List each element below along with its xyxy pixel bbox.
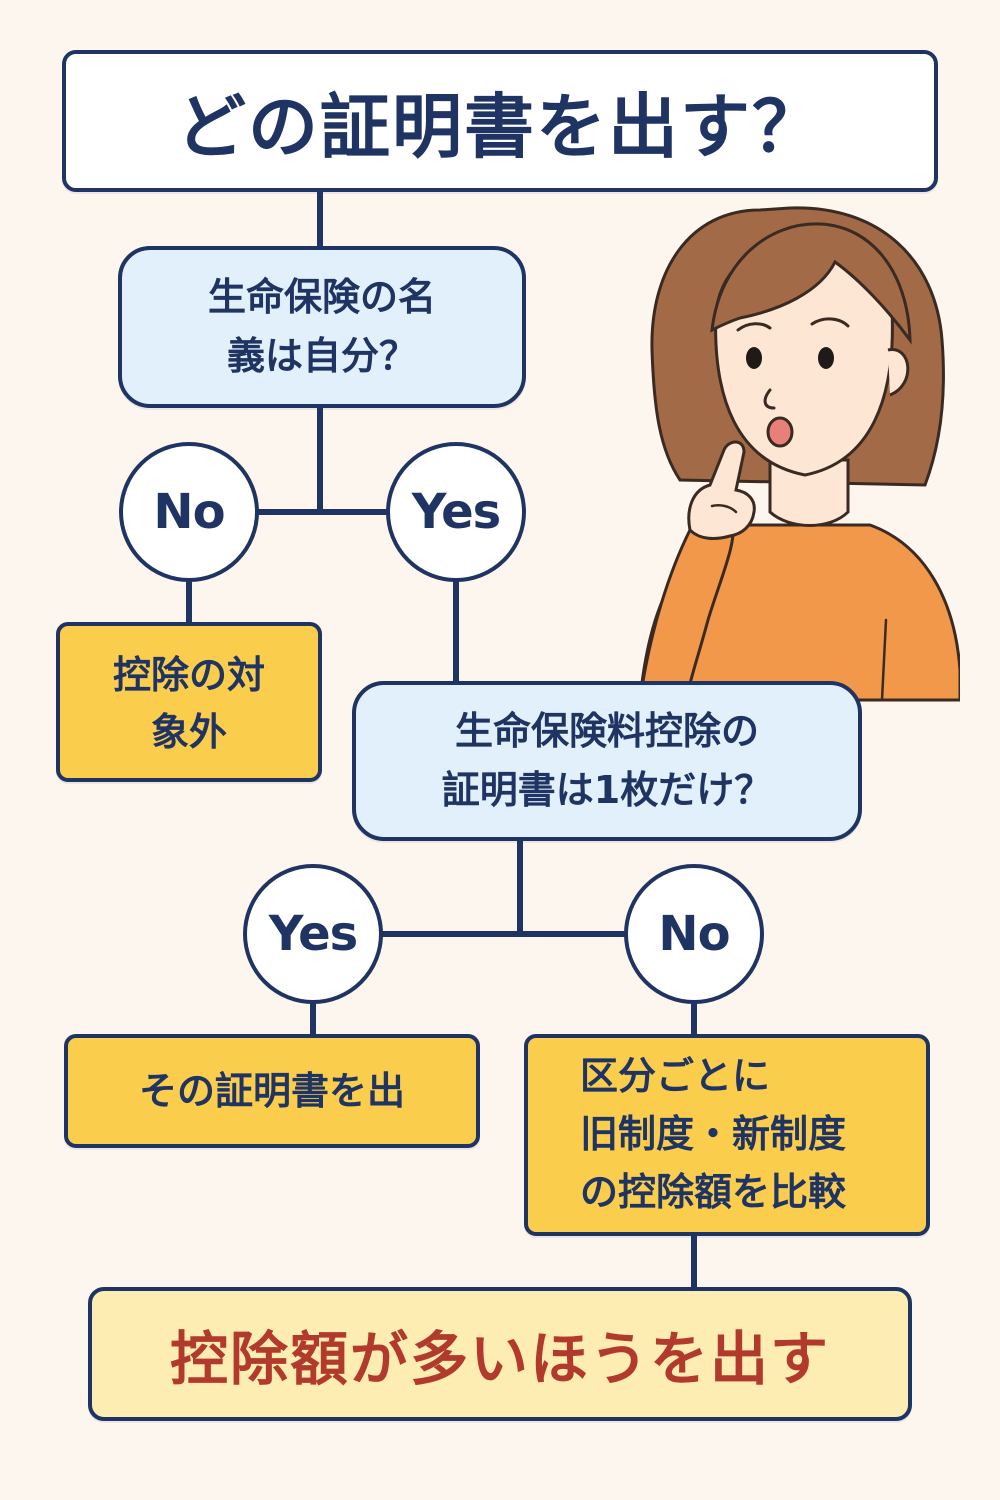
question-box-single-certificate: 生命保険料控除の 証明書は1枚だけ？ <box>352 681 862 841</box>
compare-line3: の控除額を比較 <box>580 1169 847 1214</box>
submit-single-text: その証明書を出 <box>138 1068 405 1113</box>
question1-line2: 義は自分？ <box>226 334 417 378</box>
branch2-yes-label: Yes <box>268 906 358 962</box>
sleeve-crease <box>880 618 888 702</box>
branch1-no-label: No <box>153 484 225 540</box>
branch2-no-label: No <box>658 906 730 962</box>
conclusion-text: 控除額が多いほうを出す <box>169 1325 830 1393</box>
nose <box>763 388 776 410</box>
ear <box>887 348 910 397</box>
thinking-woman-illustration <box>638 206 960 702</box>
result-box-compare: 区分ごとに 旧制度・新制度 の控除額を比較 <box>524 1034 930 1236</box>
compare-line2: 旧制度・新制度 <box>580 1112 847 1157</box>
title-box: どの証明書を出す？ <box>62 50 938 192</box>
branch2-yes-circle: Yes <box>243 864 383 1004</box>
mouth <box>766 416 794 448</box>
eyebrow-left <box>736 322 772 332</box>
neck <box>768 458 850 527</box>
question2-line2: 証明書は1枚だけ？ <box>441 768 773 812</box>
compare-line1: 区分ごとに <box>580 1054 771 1099</box>
eyebrow-right <box>810 317 850 328</box>
pointing-hand <box>687 440 756 540</box>
result-box-submit-single: その証明書を出 <box>64 1034 480 1148</box>
branch1-yes-circle: Yes <box>386 442 526 582</box>
page-title: どの証明書を出す？ <box>176 85 824 168</box>
question2-line1: 生命保険料控除の <box>454 709 759 754</box>
conclusion-box: 控除額が多いほうを出す <box>88 1287 912 1421</box>
question-box-policy-holder: 生命保険の名 義は自分？ <box>118 246 526 408</box>
branch1-yes-label: Yes <box>411 484 501 540</box>
hair-bangs <box>710 222 912 345</box>
branch1-no-circle: No <box>119 442 259 582</box>
eye-right <box>818 347 834 369</box>
branch2-no-circle: No <box>624 864 764 1004</box>
question1-line1: 生命保険の名 <box>207 275 436 320</box>
not-eligible-line2: 象外 <box>150 710 227 754</box>
result-box-not-eligible: 控除の対 象外 <box>56 622 322 782</box>
finger-crease <box>710 504 738 514</box>
eye-left <box>746 347 762 369</box>
not-eligible-line1: 控除の対 <box>112 653 265 697</box>
